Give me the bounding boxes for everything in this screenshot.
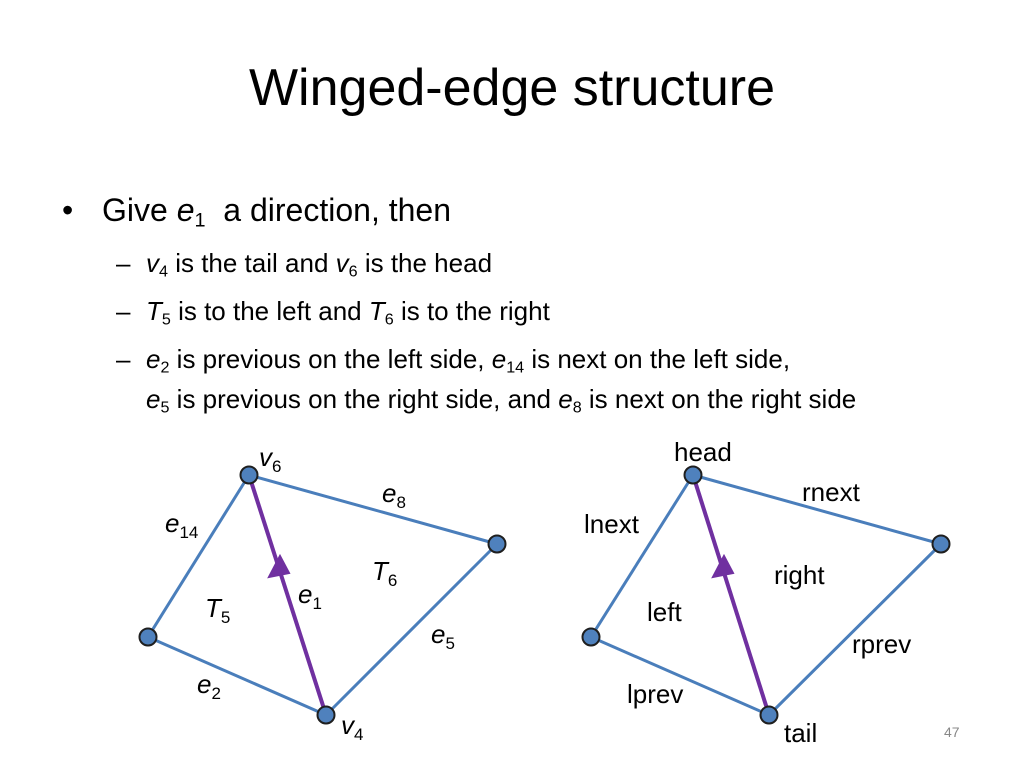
edge-rprev <box>767 542 943 717</box>
vertex-tail <box>759 705 779 725</box>
edge-lnext <box>589 474 695 638</box>
label-e14: e14 <box>165 508 198 542</box>
vertex-right <box>931 534 951 554</box>
sub-bullet-text-line2: e5 is previous on the right side, and e8… <box>146 384 857 417</box>
arrow-e1-icon <box>267 553 291 579</box>
edge-e8 <box>248 473 498 546</box>
bullet-dot: • <box>62 192 74 228</box>
edge-e14 <box>146 474 251 638</box>
dash-marker: – <box>116 248 131 278</box>
label-head: head <box>674 437 732 467</box>
edge-lprev <box>590 635 770 717</box>
label-v6: v6 <box>259 442 281 476</box>
edge-e1-directed <box>247 474 328 716</box>
bullet-text: Give e1 a direction, then <box>102 192 451 232</box>
sub-bullet-text: T5 is to the left and T6 is to the right <box>146 296 550 329</box>
label-lprev: lprev <box>627 679 683 709</box>
label-left: left <box>647 597 682 627</box>
label-v4: v4 <box>341 710 363 744</box>
vertex-v6 <box>239 465 259 485</box>
edge-e2 <box>147 635 327 717</box>
label-e5: e5 <box>431 619 455 653</box>
dash-marker: – <box>116 344 131 374</box>
label-rnext: rnext <box>802 477 861 507</box>
vertex-right <box>487 534 507 554</box>
sub-bullet-text: v4 is the tail and v6 is the head <box>146 248 493 281</box>
dash-marker: – <box>116 296 131 326</box>
label-e8: e8 <box>382 478 406 512</box>
right-diagram: head tail rnext lnext right left rprev l… <box>581 437 951 748</box>
label-right: right <box>774 560 825 590</box>
label-e1: e1 <box>298 579 322 613</box>
edge-directed <box>691 474 771 716</box>
label-T6: T6 <box>372 556 397 590</box>
sub-bullet-text-line1: e2 is previous on the left side, e14 is … <box>146 344 791 377</box>
label-e2: e2 <box>197 669 221 703</box>
arrow-directed-icon <box>711 553 735 579</box>
edge-e5 <box>324 542 499 717</box>
vertex-v4 <box>316 705 336 725</box>
label-tail: tail <box>784 718 817 748</box>
label-T5: T5 <box>205 593 230 627</box>
vertex-left <box>138 627 158 647</box>
label-rprev: rprev <box>852 629 911 659</box>
edge-rnext <box>692 473 942 546</box>
vertex-left <box>581 627 601 647</box>
left-diagram: v6 v4 e8 e14 e1 e5 e2 T5 T6 <box>138 442 507 744</box>
page-number: 47 <box>944 724 960 740</box>
slide-title: Winged-edge structure <box>248 59 776 117</box>
label-lnext: lnext <box>584 509 640 539</box>
vertex-head <box>683 465 703 485</box>
